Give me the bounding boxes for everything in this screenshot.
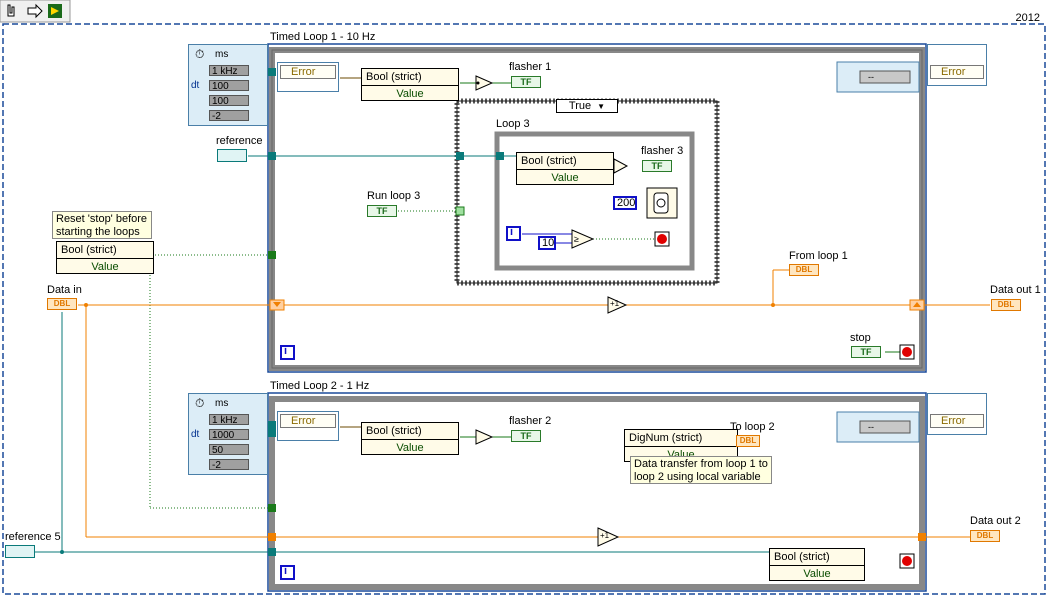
reference-label: reference — [216, 135, 263, 147]
loop1-offset[interactable]: 100 — [209, 95, 249, 107]
loop3-iteration-label: i — [510, 226, 514, 238]
loop-3-frame — [494, 131, 695, 271]
loop1-iteration-label: i — [284, 345, 288, 357]
increment-node-2 — [597, 527, 620, 547]
loop2-iteration-label: i — [284, 565, 288, 577]
to-loop2-local[interactable]: DBL — [736, 435, 760, 447]
loop2-error-in[interactable]: Error — [277, 411, 339, 441]
loop1-error-out[interactable]: Error — [927, 44, 987, 86]
bool-strict-node-3[interactable]: Bool (strict) Value — [516, 152, 614, 185]
loop2-config-node[interactable]: ms ⏱ 1 kHz dt 1000 50 -2 — [188, 393, 268, 475]
outer-frame — [2, 23, 1046, 595]
case-selector-value: True — [568, 100, 592, 112]
case-selector[interactable]: True ▼ — [556, 99, 618, 113]
reference5-label: reference 5 — [5, 531, 61, 543]
loop1-stop-icon[interactable] — [899, 344, 915, 360]
loop3-label: Loop 3 — [496, 118, 530, 130]
tunnels — [60, 68, 926, 556]
loop2-stop-icon[interactable] — [899, 553, 915, 569]
flasher1-indicator[interactable]: TF — [511, 76, 541, 88]
clock-icon: ⏱ — [195, 47, 205, 61]
greater-equal-node: ≥ — [571, 229, 595, 249]
hand-tool-icon[interactable] — [7, 4, 15, 17]
wait-constant[interactable]: 200 — [613, 196, 637, 210]
bool-strict-node-1[interactable]: Bool (strict) Value — [361, 68, 459, 101]
flasher2-indicator[interactable]: TF — [511, 430, 541, 442]
flasher3-indicator[interactable]: TF — [642, 160, 672, 172]
data-out1-label: Data out 1 — [990, 284, 1041, 296]
loop2-right-value: -- — [868, 422, 874, 432]
not-gate-2 — [475, 429, 494, 445]
run-tool-icon[interactable] — [48, 4, 62, 18]
chevron-down-icon: ▼ — [597, 101, 606, 111]
loop1-config-node[interactable]: ms ⏱ 1 kHz dt 100 100 -2 — [188, 44, 268, 126]
flasher2-label: flasher 2 — [509, 415, 552, 427]
loop2-error-out[interactable]: Error — [927, 393, 987, 435]
clock-icon: ⏱ — [195, 396, 205, 410]
wait-ms-icon — [646, 187, 678, 219]
bool-strict-node-4[interactable]: Bool (strict) Value — [769, 548, 865, 581]
loop1-error-in[interactable]: Error — [277, 62, 339, 92]
increment-node-1 — [607, 296, 628, 314]
run-loop3-label: Run loop 3 — [367, 190, 421, 202]
reference-control[interactable] — [217, 149, 247, 162]
to-loop2-label: To loop 2 — [730, 421, 775, 433]
from-loop1-label: From loop 1 — [789, 250, 848, 262]
loop1-priority[interactable]: -2 — [209, 110, 249, 122]
data-out1-indicator[interactable]: DBL — [991, 299, 1021, 311]
loop1-unit: ms — [215, 49, 229, 60]
loop1-right-value: -- — [868, 72, 874, 82]
flasher1-label: flasher 1 — [509, 61, 552, 73]
arrow-tool-icon[interactable] — [27, 3, 43, 19]
timed-loop-1-frame — [267, 43, 927, 373]
not-gate-3 — [613, 158, 629, 174]
loop1-right-node — [836, 61, 920, 93]
increment-label-2: +1 — [600, 531, 610, 540]
flasher3-label: flasher 3 — [641, 145, 684, 157]
data-in-label: Data in — [47, 284, 82, 296]
reference5-control[interactable] — [5, 545, 35, 558]
stop-label: stop — [850, 332, 871, 344]
loop2-dt-label: dt — [191, 428, 200, 440]
reset-note: Reset 'stop' before starting the loops — [52, 211, 152, 239]
version-year: 2012 — [1015, 12, 1040, 24]
transfer-note: Data transfer from loop 1 to loop 2 usin… — [630, 456, 772, 484]
loop3-stop-icon[interactable] — [654, 231, 670, 247]
loop2-offset[interactable]: 50 — [209, 444, 249, 456]
loop2-right-node — [836, 411, 920, 443]
loop1-source[interactable]: 1 kHz — [209, 65, 249, 77]
loop1-title: Timed Loop 1 - 10 Hz — [270, 31, 376, 43]
data-out2-indicator[interactable]: DBL — [970, 530, 1000, 542]
compare-constant[interactable]: 10 — [538, 236, 556, 250]
stop-control[interactable]: TF — [851, 346, 881, 358]
loop2-unit: ms — [215, 398, 229, 409]
not-gate-1 — [475, 75, 494, 91]
iteration-terminal — [280, 226, 521, 580]
loop2-source[interactable]: 1 kHz — [209, 414, 249, 426]
increment-label-1: +1 — [610, 299, 620, 308]
bool-strict-node-reset[interactable]: Bool (strict) Value — [56, 241, 154, 274]
bool-strict-node-2[interactable]: Bool (strict) Value — [361, 422, 459, 455]
loop2-title: Timed Loop 2 - 1 Hz — [270, 380, 370, 392]
loop2-priority[interactable]: -2 — [209, 459, 249, 471]
svg-text:≥: ≥ — [574, 234, 579, 244]
from-loop1-local[interactable]: DBL — [789, 264, 819, 276]
timed-loop-2-frame — [267, 392, 927, 592]
data-out2-label: Data out 2 — [970, 515, 1021, 527]
loop1-dt[interactable]: 100 — [209, 80, 249, 92]
data-in-control[interactable]: DBL — [47, 298, 77, 310]
run-loop3-control[interactable]: TF — [367, 205, 397, 217]
loop2-dt[interactable]: 1000 — [209, 429, 249, 441]
loop1-dt-label: dt — [191, 79, 200, 91]
